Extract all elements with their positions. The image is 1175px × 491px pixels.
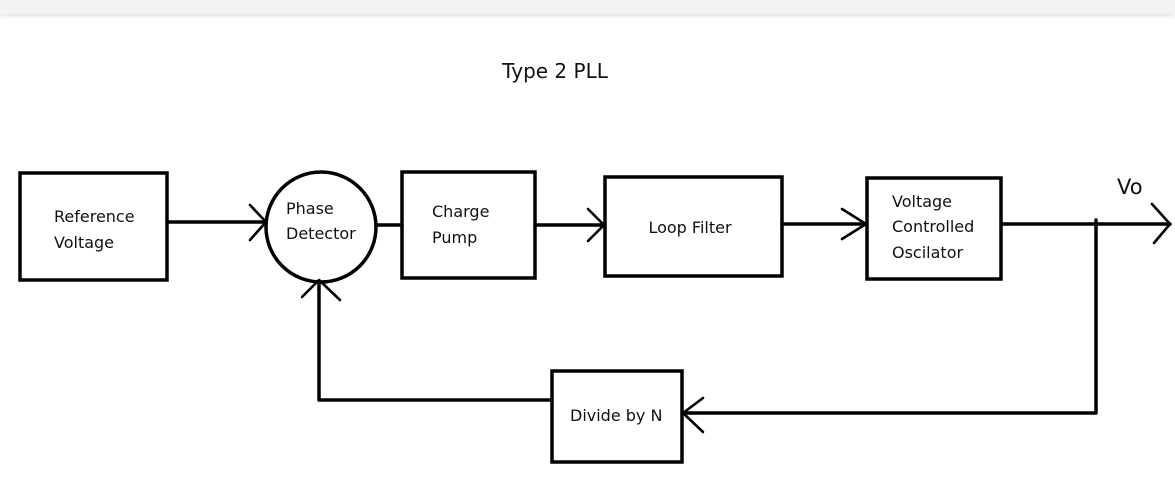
divide-by-n-label: Divide by N (570, 406, 662, 425)
top-toolbar-strip (0, 0, 1175, 14)
arrowhead-icon (681, 396, 705, 434)
wire-divider-to-phase-detector (300, 278, 554, 402)
vco-label-line3: Oscilator (892, 243, 963, 262)
wire-feedback-to-divider (681, 218, 1098, 434)
charge-pump-label-line1: Charge (432, 202, 489, 221)
vco-label-line1: Voltage (892, 192, 952, 211)
charge-pump-block: Charge Pump (400, 170, 537, 280)
divide-by-n-block: Divide by N (550, 369, 684, 464)
charge-pump-label-line2: Pump (432, 228, 477, 247)
arrowhead-icon (586, 207, 606, 243)
reference-label-line2: Voltage (54, 233, 114, 252)
reference-voltage-block: Reference Voltage (18, 171, 169, 282)
reference-label-line1: Reference (54, 207, 135, 226)
wire-charge-pump-to-loop-filter (533, 207, 606, 243)
phase-detector-block: Phase Detector (264, 170, 378, 284)
wire-loop-filter-to-vco (780, 207, 868, 241)
arrowhead-icon (840, 207, 868, 241)
vco-label-line2: Controlled (892, 217, 974, 236)
output-label-vo: Vo (1117, 175, 1143, 199)
arrowhead-icon (1150, 202, 1172, 245)
arrowhead-icon (248, 203, 268, 242)
diagram-title: Type 2 PLL (501, 59, 609, 83)
loop-filter-block: Loop Filter (603, 175, 784, 278)
loop-filter-label: Loop Filter (648, 218, 732, 237)
phase-detector-label-line2: Detector (286, 224, 356, 243)
phase-detector-label-line1: Phase (286, 199, 334, 218)
vco-block: Voltage Controlled Oscilator (865, 176, 1003, 281)
wire-vco-to-output (999, 202, 1172, 245)
wire-reference-to-phase-detector (165, 203, 268, 242)
arrowhead-icon (300, 278, 342, 302)
